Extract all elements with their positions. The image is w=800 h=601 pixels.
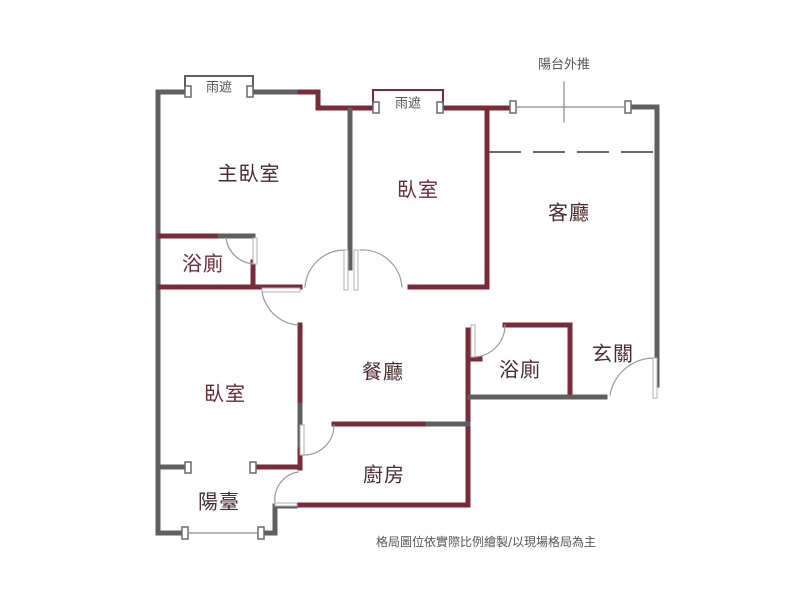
room-label-bedroom-2: 臥室 [397, 177, 439, 202]
room-label-living-room: 客廳 [548, 200, 590, 225]
exterior-walls [155, 89, 660, 536]
canopy-label-1: 雨遮 [205, 80, 233, 96]
room-label-bathroom: 浴廁 [499, 357, 541, 382]
room-label-master-bath: 浴廁 [182, 251, 224, 276]
room-label-kitchen: 廚房 [363, 462, 405, 487]
disclaimer-note: 格局圖位依實際比例繪製/以現場格局為主 [376, 535, 597, 549]
room-label-bedroom-3: 臥室 [204, 381, 246, 406]
room-label-balcony: 陽臺 [198, 489, 240, 514]
canopy-label-2: 雨遮 [394, 96, 422, 112]
balcony-extension-label: 陽台外推 [537, 57, 591, 73]
interior-walls [157, 89, 573, 508]
room-label-entrance: 玄關 [592, 341, 634, 366]
room-label-dining-room: 餐廳 [362, 359, 404, 384]
room-label-master-bedroom: 主臥室 [217, 161, 281, 186]
canopy-outline-1 [184, 75, 254, 93]
